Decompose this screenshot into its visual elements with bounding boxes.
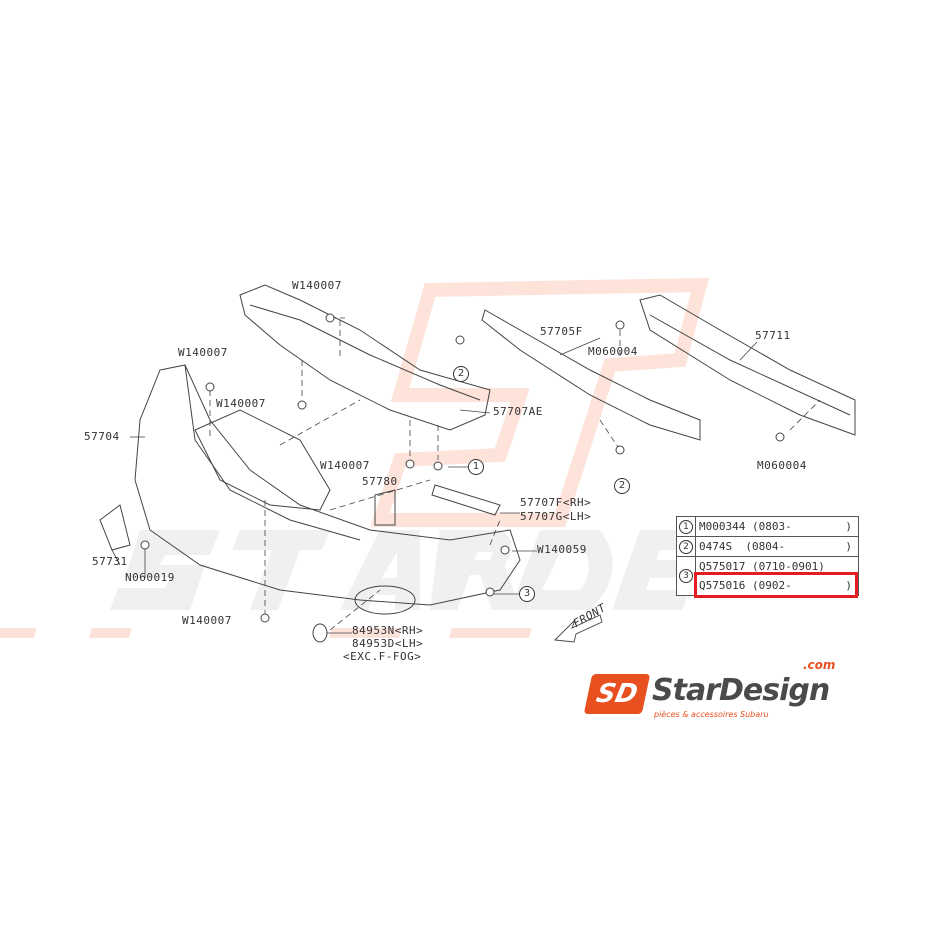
legend-range-end: )	[845, 520, 852, 533]
legend-part: Q575016	[699, 579, 746, 592]
legend-range: (0804-	[745, 540, 786, 553]
legend-row: 2 0474S (0804-)	[677, 537, 858, 557]
label-w140007: W140007	[216, 397, 266, 410]
label-57707g: 57707G<LH>	[520, 510, 592, 523]
label-w140007: W140007	[320, 459, 370, 472]
legend-range: (0902-	[751, 579, 792, 592]
upper-absorber	[239, 284, 491, 431]
label-57704: 57704	[84, 430, 120, 443]
label-84953n: 84953N<RH>	[352, 624, 424, 637]
front-arrow-icon	[554, 614, 603, 643]
legend-range: (0803-	[751, 520, 792, 533]
legend-row: 1 M000344 (0803-)	[677, 517, 858, 537]
label-w140059: W140059	[537, 543, 587, 556]
front-bumper-face	[134, 364, 521, 606]
label-57780: 57780	[362, 475, 398, 488]
legend-range-end: )	[845, 579, 852, 592]
logo-name: StarDesign	[652, 673, 830, 708]
label-w140007: W140007	[292, 279, 342, 292]
legend-part: M000344	[699, 520, 746, 533]
legend-number: 1	[679, 519, 693, 534]
callout-2: 2	[453, 366, 469, 382]
label-57705f: 57705F	[540, 325, 583, 338]
label-m060004: M060004	[588, 345, 638, 358]
fog-lamp-opening	[354, 585, 416, 615]
logo-mark: SD	[583, 674, 651, 714]
callout-3: 3	[519, 586, 535, 602]
highlight-box	[694, 572, 858, 598]
legend-number: 3	[679, 569, 693, 583]
stardesign-logo: SD StarDesign .com pièces & accessoires …	[583, 658, 858, 730]
logo-tagline: pièces & accessoires Subaru	[654, 710, 769, 719]
label-57731: 57731	[92, 555, 128, 568]
legend-number: 2	[679, 539, 693, 554]
reinforcement-57705f	[481, 309, 701, 441]
legend-part: 0474S	[699, 540, 733, 553]
legend-range-end: )	[845, 540, 852, 553]
label-84953d: 84953D<LH>	[352, 637, 424, 650]
bumper-beam-57711	[639, 294, 856, 436]
label-57707f: 57707F<RH>	[520, 496, 592, 509]
callout-2: 2	[614, 478, 630, 494]
legend-group-3: 3 Q575017 (0710-0901) Q575016 (0902-)	[677, 557, 858, 595]
watermark-tagline-shape	[0, 628, 532, 638]
label-n060019: N060019	[125, 571, 175, 584]
label-57707ae: 57707AE	[493, 405, 543, 418]
logo-domain: .com	[803, 658, 836, 672]
parts-legend-table: 1 M000344 (0803-) 2 0474S (0804-) 3 Q575…	[676, 516, 859, 596]
grille-opening	[194, 409, 331, 511]
bracket-57707f	[431, 484, 501, 516]
watermark-logo-shape	[370, 277, 710, 527]
legend-part: Q575017	[699, 560, 746, 573]
label-w140007: W140007	[182, 614, 232, 627]
label-w140007: W140007	[178, 346, 228, 359]
label-exc-fog: <EXC.F-FOG>	[343, 650, 422, 663]
label-57711: 57711	[755, 329, 791, 342]
label-m060004: M060004	[757, 459, 807, 472]
legend-range: (0710-0901)	[751, 560, 825, 573]
callout-1: 1	[468, 459, 484, 475]
